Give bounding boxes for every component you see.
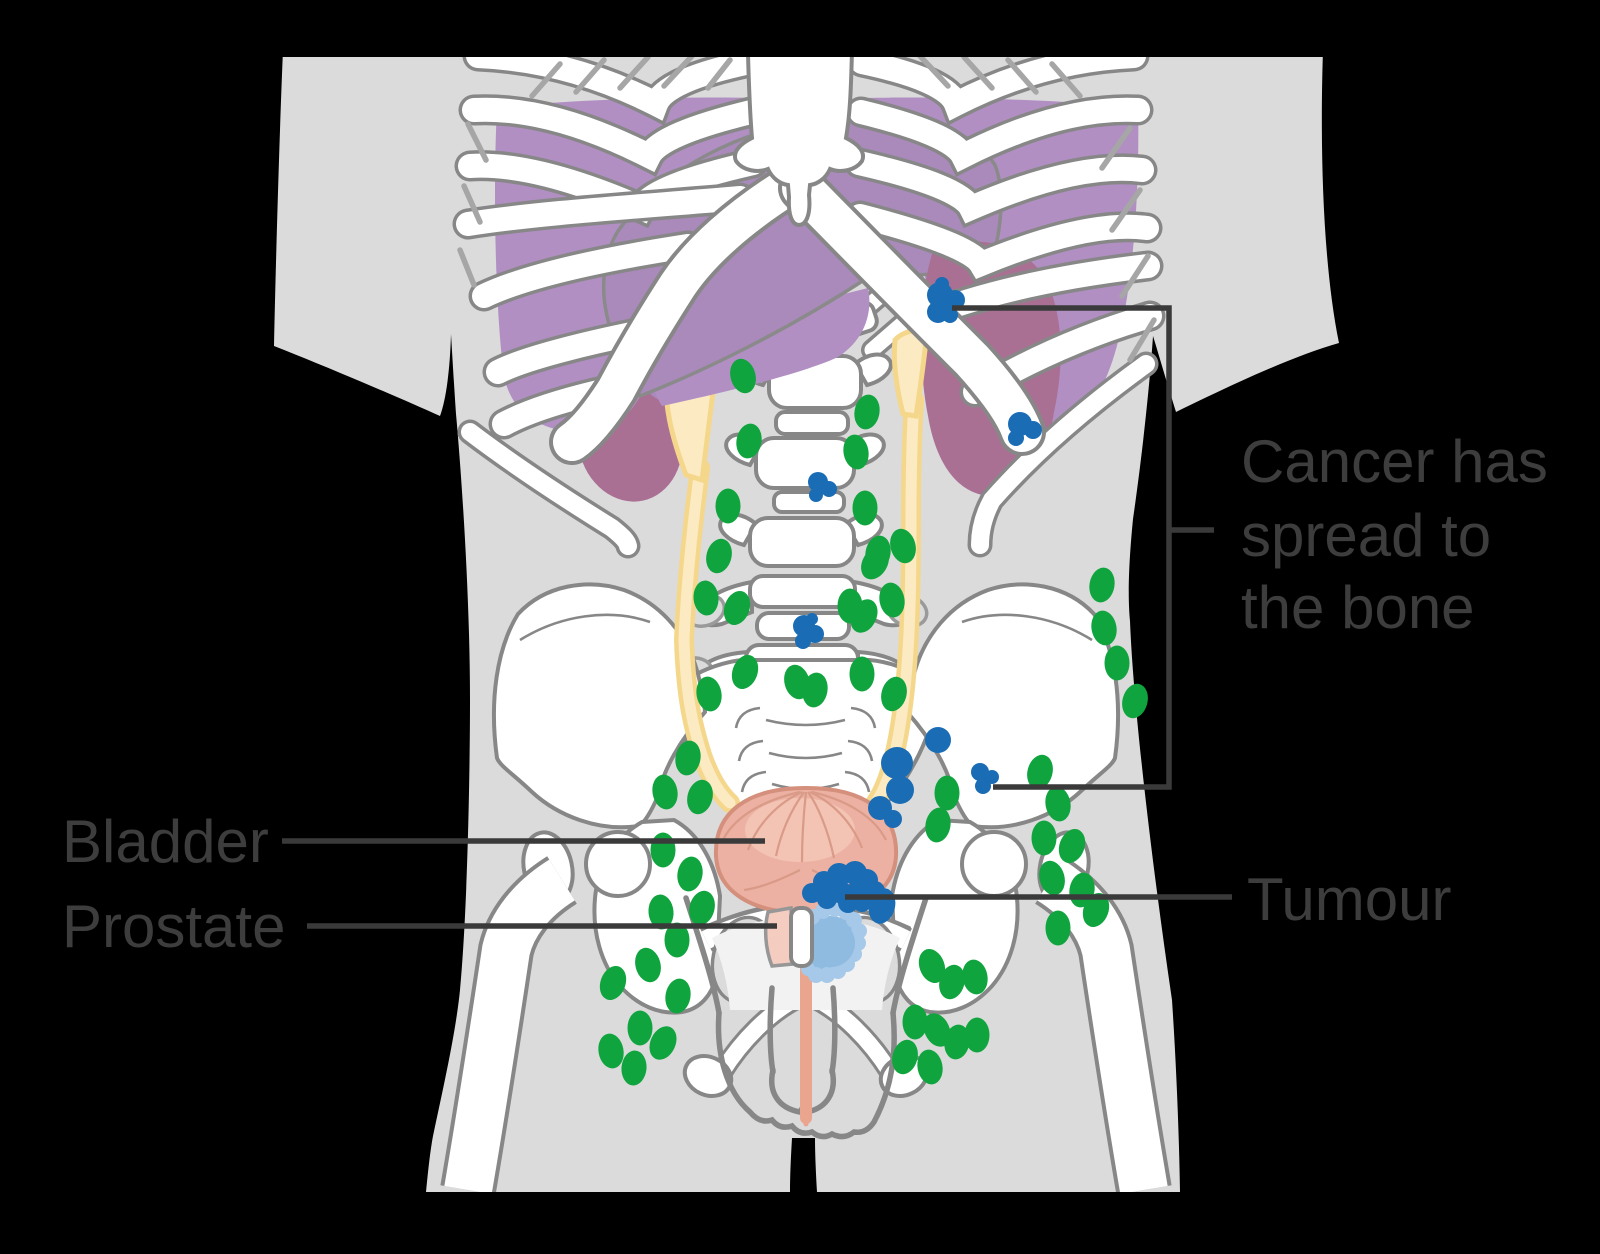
svg-text:spread to: spread to — [1241, 502, 1491, 569]
svg-text:Tumour: Tumour — [1247, 866, 1452, 933]
svg-text:Prostate: Prostate — [62, 893, 285, 960]
svg-text:Bladder: Bladder — [62, 808, 269, 875]
svg-text:the bone: the bone — [1241, 574, 1475, 641]
svg-text:Cancer has: Cancer has — [1241, 428, 1548, 495]
